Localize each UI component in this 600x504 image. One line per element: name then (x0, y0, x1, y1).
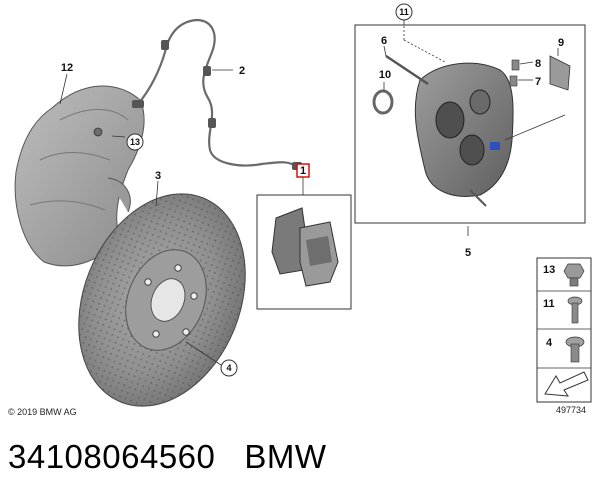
wear-sensor-cable (132, 18, 302, 170)
legend-label-4: 4 (546, 337, 553, 349)
callout-12: 12 (61, 62, 73, 74)
bolt-11-icon (567, 296, 583, 324)
callout-4-circle: 4 (220, 359, 238, 377)
legend-label-11: 11 (543, 298, 555, 310)
brake-caliper-assembly (354, 24, 586, 224)
callout-13: 13 (130, 137, 140, 147)
part-caption: 34108064560 BMW (8, 438, 327, 476)
screw-4-icon (565, 336, 585, 363)
direction-arrow-icon (544, 371, 589, 397)
bolt-13-icon (563, 263, 585, 287)
callout-10: 10 (379, 69, 391, 81)
brand-name: BMW (244, 438, 327, 475)
callout-5: 5 (465, 247, 471, 259)
brake-pad-set (256, 194, 352, 310)
image-number: 497734 (556, 405, 586, 415)
callout-8: 8 (535, 58, 541, 70)
callout-9: 9 (558, 37, 564, 49)
callout-7: 7 (535, 76, 541, 88)
callout-4: 4 (226, 363, 231, 373)
part-number: 34108064560 (8, 438, 216, 475)
callout-11-circle: 11 (395, 3, 413, 21)
legend-label-13: 13 (543, 264, 555, 276)
fastener-legend: 13 11 4 (536, 257, 592, 403)
brake-disc (78, 193, 246, 407)
callout-3: 3 (155, 170, 161, 182)
diagram-canvas: 1 2 3 5 6 7 8 9 10 12 11 13 4 13 11 4 (8, 3, 592, 417)
callout-11: 11 (399, 7, 409, 17)
callout-1: 1 (300, 165, 306, 177)
copyright-text: © 2019 BMW AG (8, 407, 77, 417)
callout-13-circle: 13 (126, 133, 144, 151)
highlight-box (296, 163, 310, 178)
callout-2: 2 (239, 65, 245, 77)
callout-6: 6 (381, 35, 387, 47)
leader-lines (59, 18, 566, 366)
